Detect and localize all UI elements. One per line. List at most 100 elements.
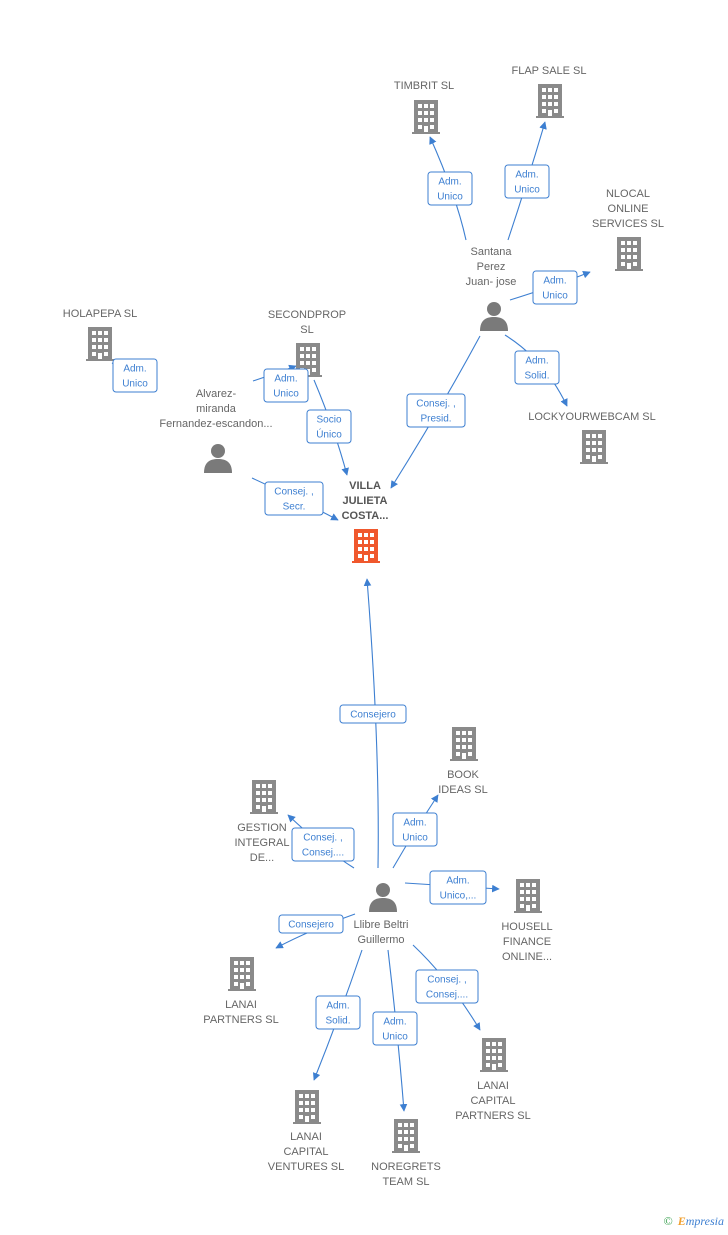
building-icon <box>480 1038 508 1072</box>
edge-label-text: Adm. <box>515 170 538 181</box>
node-label: HOUSELL <box>501 921 552 933</box>
edge-label-box <box>264 481 324 516</box>
edge-label-llibre-to-lanaipartners[interactable]: Consejero <box>278 914 344 934</box>
edge-label-text: Consej. , <box>427 975 466 986</box>
node-label: VENTURES SL <box>268 1161 344 1173</box>
node-label: ONLINE... <box>502 951 552 963</box>
node-label: JULIETA <box>342 495 387 507</box>
node-label: LOCKYOURWEBCAM SL <box>528 411 656 423</box>
edge-label-llibre-to-housell[interactable]: Adm.Unico,... <box>429 870 487 905</box>
edge-label-box <box>291 827 355 862</box>
building-icon <box>293 1090 321 1124</box>
node-label: CAPITAL <box>283 1146 328 1158</box>
edge-label-text: Socio <box>316 415 341 426</box>
node-label: NOREGRETS <box>371 1161 441 1173</box>
node-label: Alvarez- <box>196 388 237 400</box>
edge-label-text: Adm. <box>123 364 146 375</box>
edge-label-santana-to-nlocal[interactable]: Adm.Unico <box>532 270 578 305</box>
edge-label-santana-to-lockyour[interactable]: Adm.Solid. <box>514 350 560 385</box>
edge-label-text: Unico <box>437 192 463 203</box>
node-label: miranda <box>196 403 237 415</box>
building-icon <box>86 327 114 361</box>
edge-label-llibre-to-villa[interactable]: Consejero <box>339 704 407 724</box>
brand-initial: E <box>677 1214 686 1228</box>
building-icon <box>615 237 643 271</box>
edge-label-llibre-to-lanaicappartners[interactable]: Consej. , Consej.... <box>415 969 479 1004</box>
node-label: SECONDPROP <box>268 309 346 321</box>
node-secondprop[interactable]: SECONDPROP SL <box>268 309 346 377</box>
edge-label-santana-to-timbrit[interactable]: Adm. Unico <box>427 171 473 206</box>
building-icon <box>536 84 564 118</box>
edge-label-text: Unico <box>382 1032 408 1043</box>
node-timbrit[interactable]: TIMBRIT SL <box>394 80 454 134</box>
node-label: Juan- jose <box>466 276 517 288</box>
node-villa[interactable]: VILLAJULIETACOSTA... <box>342 480 389 563</box>
edge-label-text: Único <box>316 428 342 441</box>
edge-label-box <box>392 812 438 847</box>
edge-label-alvarez-to-villa[interactable]: Consej. ,Secr. <box>264 481 324 516</box>
edge-label-alvarez-to-secondprop[interactable]: Adm.Unico <box>263 368 309 403</box>
node-label: INTEGRAL <box>234 837 289 849</box>
node-label: Perez <box>477 261 506 273</box>
node-label: LANAI <box>225 999 257 1011</box>
edge-label-text: Unico <box>273 389 299 400</box>
node-housell[interactable]: HOUSELLFINANCEONLINE... <box>501 879 553 963</box>
edge-label-text: Presid. <box>420 414 451 425</box>
edge-label-box <box>263 368 309 403</box>
node-flapsale[interactable]: FLAP SALE SL <box>511 65 587 118</box>
edge-label-text: Consej. , <box>416 399 455 410</box>
node-label: TIMBRIT SL <box>394 80 454 92</box>
node-holapepa[interactable]: HOLAPEPA SL <box>63 308 137 361</box>
edge-label-box <box>532 270 578 305</box>
edge-label-llibre-to-bookideas[interactable]: Adm.Unico <box>392 812 438 847</box>
node-label: PARTNERS SL <box>455 1110 530 1122</box>
edge-label-text: Consej. , <box>274 487 313 498</box>
node-lanaipartners[interactable]: LANAI PARTNERS SL <box>203 957 279 1026</box>
edge-label-box <box>315 995 361 1030</box>
node-alvarez[interactable]: Alvarez-mirandaFernandez-escandon... <box>159 388 273 473</box>
edge-label-alvarez-to-holapepa[interactable]: Adm.Unico <box>112 358 158 393</box>
node-gestion[interactable]: GESTIONINTEGRALDE... <box>234 780 290 864</box>
node-label: Llibre Beltri <box>353 919 408 931</box>
edge-label-box <box>339 704 407 724</box>
person-icon <box>480 302 508 331</box>
edge-label-llibre-to-lanaiventures[interactable]: Adm.Solid. <box>315 995 361 1030</box>
edge-label-santana-to-flapsale[interactable]: Adm. Unico <box>504 164 550 199</box>
edge-label-text: Unico <box>514 185 540 196</box>
building-icon <box>228 957 256 991</box>
target-building-icon <box>352 529 380 563</box>
node-label: SL <box>300 324 313 336</box>
node-label: Fernandez-escandon... <box>159 418 272 430</box>
edge-label-text: Unico <box>402 833 428 844</box>
edge-label-llibre-to-gestion[interactable]: Consej. ,Consej.... <box>291 827 355 862</box>
node-lanaiventures[interactable]: LANAI CAPITAL VENTURES SL <box>268 1090 344 1173</box>
edge-label-text: Adm. <box>543 276 566 287</box>
node-label: PARTNERS SL <box>203 1014 278 1026</box>
edge-label-llibre-to-noregrets[interactable]: Adm.Unico <box>372 1011 418 1046</box>
edge-label-text: Consej.... <box>426 990 468 1001</box>
edge-label-box <box>372 1011 418 1046</box>
node-label: Guillermo <box>357 934 404 946</box>
building-icon <box>580 430 608 464</box>
building-icon <box>250 780 278 814</box>
edge-label-box <box>278 914 344 934</box>
edge-label-text: Adm. <box>438 177 461 188</box>
node-label: LANAI <box>290 1131 322 1143</box>
edge-label-santana-to-villa[interactable]: Consej. , Presid. <box>406 393 466 428</box>
node-label: Santana <box>471 246 513 258</box>
building-icon <box>392 1119 420 1153</box>
node-lockyour[interactable]: LOCKYOURWEBCAM SL <box>528 411 656 464</box>
copyright-symbol: © <box>663 1214 673 1228</box>
node-label: SERVICES SL <box>592 218 664 230</box>
node-label: LANAI <box>477 1080 509 1092</box>
nodes-layer: TIMBRIT SL FLAP SALE SL NLOCALONLINESERVIC… <box>63 65 664 1188</box>
edge-label-box <box>427 171 473 206</box>
